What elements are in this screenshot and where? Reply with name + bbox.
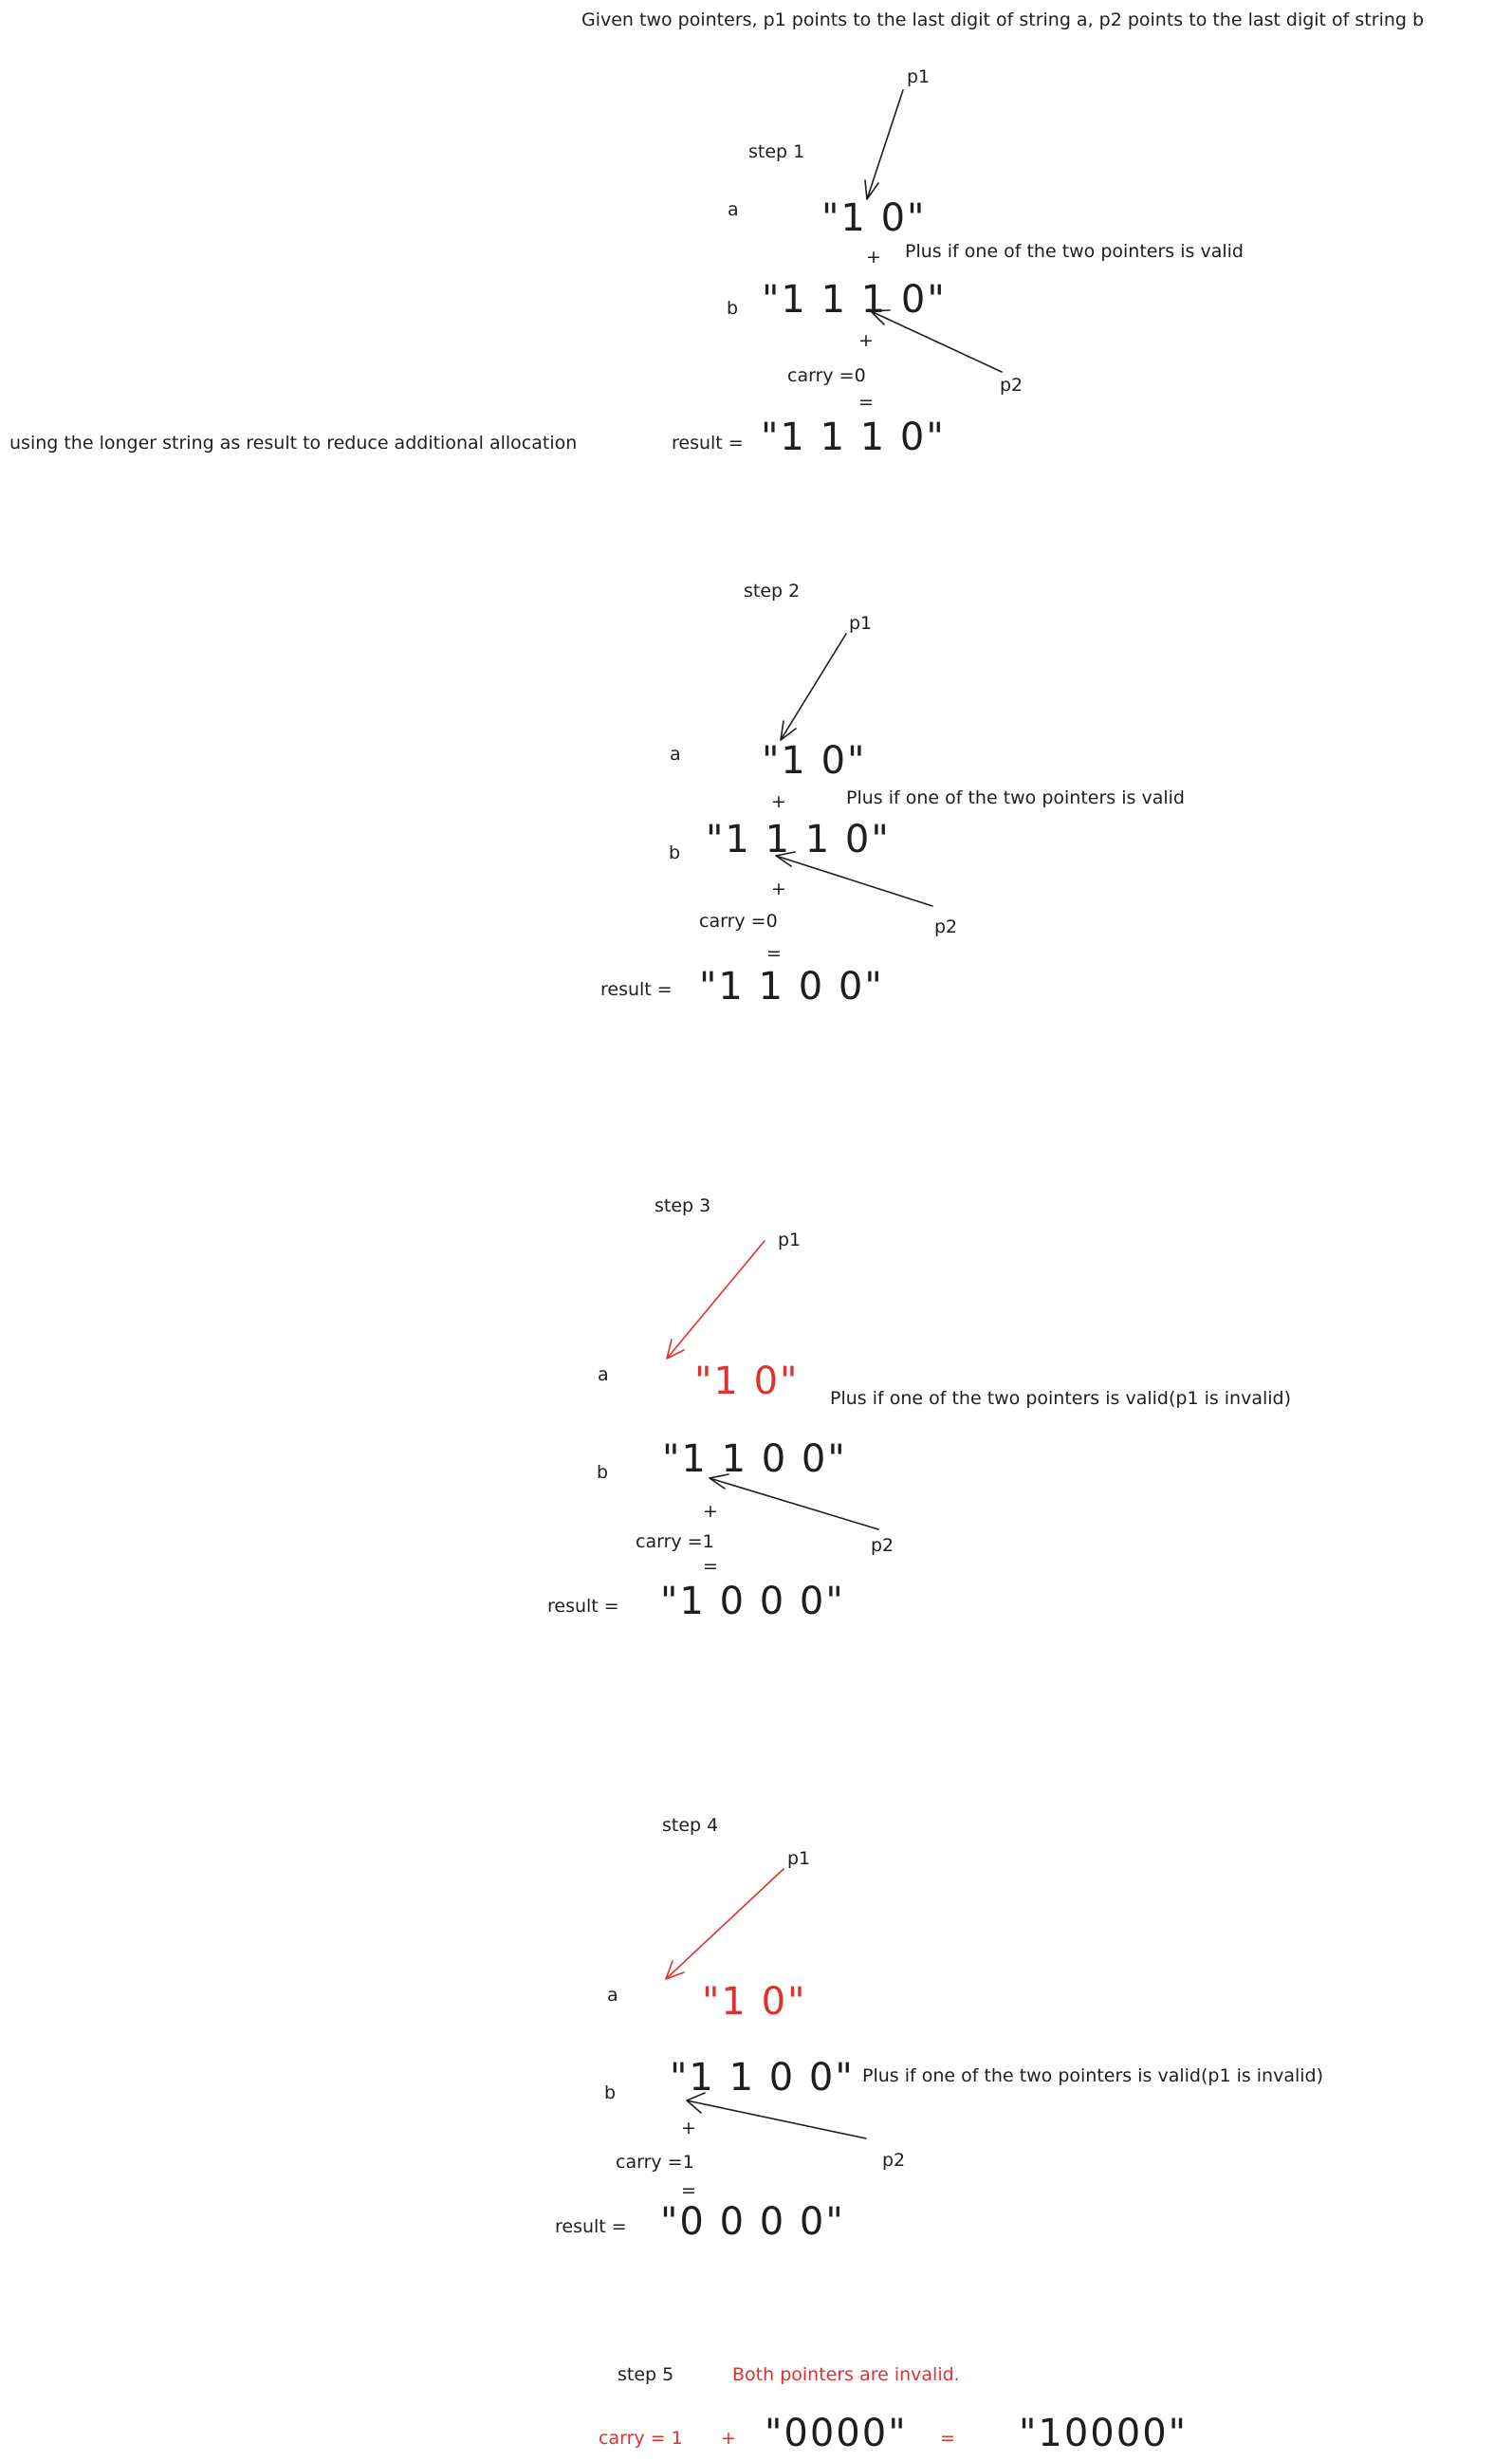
- step-5-equals: =: [940, 2428, 955, 2449]
- plus-sign: +: [703, 1501, 718, 1522]
- p1-label: p1: [849, 613, 873, 634]
- b-label: b: [727, 298, 739, 319]
- p2-arrow-step-3: [709, 1473, 879, 1530]
- step-4-carry: carry =1: [616, 2152, 694, 2173]
- step-2-note: Plus if one of the two pointers is valid: [846, 787, 1185, 808]
- side-note-text: using the longer string as result to red…: [9, 433, 578, 453]
- p2-label: p2: [1000, 375, 1023, 396]
- result-label: result =: [555, 2216, 627, 2237]
- p1-arrow-step-2: [780, 633, 847, 741]
- step-2-title: step 2: [744, 581, 801, 601]
- p2-label: p2: [934, 916, 958, 937]
- p2-label: p2: [871, 1535, 894, 1556]
- equals-sign: =: [766, 943, 782, 964]
- a-label: a: [607, 1985, 618, 2006]
- step-1-a-value: "1 0": [821, 196, 927, 240]
- step-3-title: step 3: [655, 1195, 711, 1216]
- step-4-result-value: "0 0 0 0": [660, 2200, 845, 2244]
- step-5-operand: "0000": [765, 2412, 908, 2455]
- step-4-note: Plus if one of the two pointers is valid…: [862, 2065, 1324, 2086]
- step-4-a-value: "1 0": [702, 1980, 807, 2024]
- step-2-result-value: "1 1 0 0": [699, 965, 884, 1008]
- step-4-title: step 4: [662, 1815, 719, 1836]
- plus-sign: +: [771, 791, 786, 812]
- step-2-carry: carry =0: [699, 911, 778, 932]
- p2-label: p2: [882, 2150, 906, 2171]
- equals-sign: =: [681, 2180, 696, 2201]
- plus-sign: +: [866, 247, 881, 268]
- plus-sign: +: [771, 879, 786, 899]
- b-label: b: [604, 2082, 617, 2103]
- step-3-note: Plus if one of the two pointers is valid…: [830, 1388, 1292, 1409]
- step-3-result-value: "1 0 0 0": [660, 1580, 845, 1623]
- step-3-b-value: "1 1 0 0": [662, 1437, 847, 1481]
- p1-arrow-step-3: [666, 1240, 765, 1360]
- p1-label: p1: [778, 1230, 802, 1250]
- step-5-carry: carry = 1: [599, 2428, 683, 2449]
- plus-sign: +: [858, 330, 874, 351]
- b-label: b: [669, 842, 681, 863]
- step-1-b-value: "1 1 1 0": [762, 278, 947, 322]
- description-text: Given two pointers, p1 points to the las…: [581, 9, 1425, 30]
- a-label: a: [670, 744, 681, 765]
- step-1-result-value: "1 1 1 0": [761, 416, 946, 459]
- p1-arrow-step-1: [864, 89, 904, 200]
- p2-arrow-step-1: [870, 309, 1003, 373]
- p2-arrow-step-2: [775, 851, 933, 907]
- p2-arrow-step-4: [686, 2092, 867, 2139]
- step-4-b-value: "1 1 0 0": [670, 2056, 855, 2100]
- b-label: b: [597, 1462, 609, 1483]
- result-label: result =: [672, 433, 744, 453]
- step-5-final: "10000": [1019, 2412, 1189, 2455]
- step-5-title: step 5: [618, 2364, 674, 2385]
- step-5-note: Both pointers are invalid.: [732, 2364, 960, 2385]
- a-label: a: [598, 1364, 609, 1385]
- result-label: result =: [547, 1596, 619, 1617]
- a-label: a: [728, 199, 739, 220]
- step-2-a-value: "1 0": [762, 739, 867, 783]
- equals-sign: =: [703, 1556, 718, 1577]
- equals-sign: =: [858, 392, 874, 413]
- step-2-b-value: "1 1 1 0": [706, 818, 891, 861]
- p1-arrow-step-4: [665, 1868, 784, 1980]
- step-1-note: Plus if one of the two pointers is valid: [905, 241, 1244, 262]
- step-1-carry: carry =0: [787, 365, 866, 386]
- p1-label: p1: [907, 66, 931, 87]
- result-label: result =: [600, 979, 673, 1000]
- step-5-plus: +: [721, 2428, 736, 2449]
- plus-sign: +: [681, 2118, 696, 2138]
- p1-label: p1: [787, 1848, 811, 1869]
- step-3-carry: carry =1: [636, 1531, 714, 1552]
- step-3-a-value: "1 0": [694, 1360, 800, 1403]
- step-1-title: step 1: [748, 141, 805, 162]
